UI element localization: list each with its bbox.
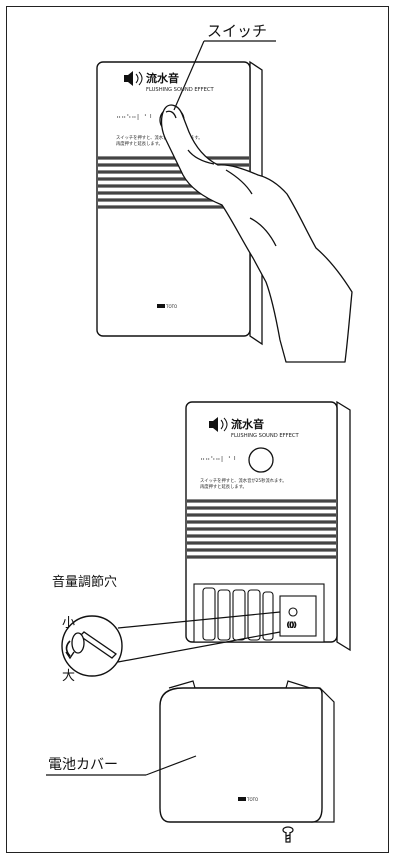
brand-logo: [157, 304, 165, 308]
volume-hole-label: 音量調節穴: [52, 574, 117, 590]
brand-text: TOTO: [165, 304, 177, 309]
volume-module: [279, 595, 317, 637]
bottom-device: 流水音 FLUSHING SOUND EFFECT ⠒⠒⠑⠒⠇ ⠁⠃ スイッチを…: [185, 400, 351, 652]
brand-logo: [238, 797, 246, 801]
device-title-en: FLUSHING SOUND EFFECT: [231, 433, 300, 439]
braille-text: ⠒⠒⠑⠒⠇ ⠁⠃: [200, 456, 238, 464]
speaker-icon: [209, 417, 228, 432]
battery: [202, 587, 216, 641]
battery: [217, 589, 231, 641]
instruction-line-1: スイッチを押すと、流水音が25秒流れます。: [200, 477, 287, 484]
battery-cover: TOTO: [159, 680, 335, 823]
pressing-hand: [160, 104, 353, 363]
large-label: 大: [62, 669, 75, 684]
volume-callout: 音量調節穴 小 大: [52, 574, 281, 684]
rotate-arrow-icon: [65, 640, 71, 657]
battery: [262, 591, 274, 641]
battery-compartment: (()): [193, 583, 325, 643]
diagram-frame: [6, 6, 389, 853]
small-label: 小: [62, 616, 75, 631]
device-title-jp: 流水音: [146, 71, 179, 85]
instruction-line-2: 再度押すと延長します。: [200, 483, 247, 490]
volume-adjust-hole[interactable]: [288, 607, 298, 617]
device-title-en: FLUSHING SOUND EFFECT: [146, 87, 215, 93]
device-title-jp: 流水音: [231, 417, 264, 431]
switch-callout: スイッチ: [173, 22, 276, 111]
braille-text: ⠒⠒⠑⠒⠇ ⠁⠃: [116, 114, 154, 122]
battery-cover-label: 電池カバー: [48, 757, 118, 773]
battery: [232, 589, 246, 641]
battery-cover-callout: 電池カバー: [46, 755, 197, 776]
flush-switch-button[interactable]: [248, 447, 274, 473]
instruction-line-1: スイッチを押すと、流水音が25秒流れます。: [116, 134, 203, 141]
brand-text: TOTO: [246, 797, 258, 802]
screwdriver-icon: [78, 631, 118, 659]
screw-icon: [282, 826, 294, 843]
instruction-line-2: 再度押すと延長します。: [116, 140, 163, 147]
switch-label: スイッチ: [207, 22, 267, 40]
speaker-icon: [124, 71, 143, 86]
speaker-grille: [187, 499, 336, 559]
volume-symbol: (()): [287, 622, 296, 629]
volume-magnifier: [61, 615, 123, 677]
